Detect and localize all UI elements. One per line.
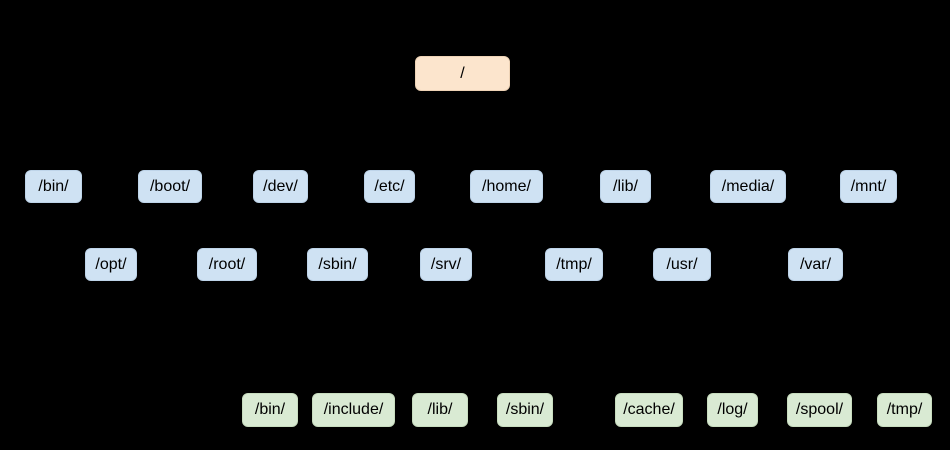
- node-root-dir: /root/: [197, 248, 257, 281]
- node-etc: /etc/: [364, 170, 415, 203]
- node-var-log: /log/: [707, 393, 758, 427]
- node-boot: /boot/: [138, 170, 202, 203]
- node-var-spool: /spool/: [787, 393, 852, 427]
- node-media: /media/: [710, 170, 786, 203]
- node-home: /home/: [470, 170, 543, 203]
- node-usr-include: /include/: [312, 393, 395, 427]
- node-lib: /lib/: [600, 170, 651, 203]
- node-usr: /usr/: [653, 248, 711, 281]
- node-opt: /opt/: [85, 248, 137, 281]
- node-dev: /dev/: [253, 170, 308, 203]
- node-usr-lib: /lib/: [412, 393, 468, 427]
- node-usr-bin: /bin/: [242, 393, 298, 427]
- node-bin: /bin/: [25, 170, 82, 203]
- node-tmp: /tmp/: [545, 248, 603, 281]
- node-usr-sbin: /sbin/: [497, 393, 553, 427]
- node-var-cache: /cache/: [615, 393, 683, 427]
- node-srv: /srv/: [420, 248, 472, 281]
- node-var-tmp: /tmp/: [877, 393, 932, 427]
- node-sbin: /sbin/: [307, 248, 368, 281]
- node-root: /: [415, 56, 510, 91]
- node-var: /var/: [788, 248, 843, 281]
- node-mnt: /mnt/: [840, 170, 897, 203]
